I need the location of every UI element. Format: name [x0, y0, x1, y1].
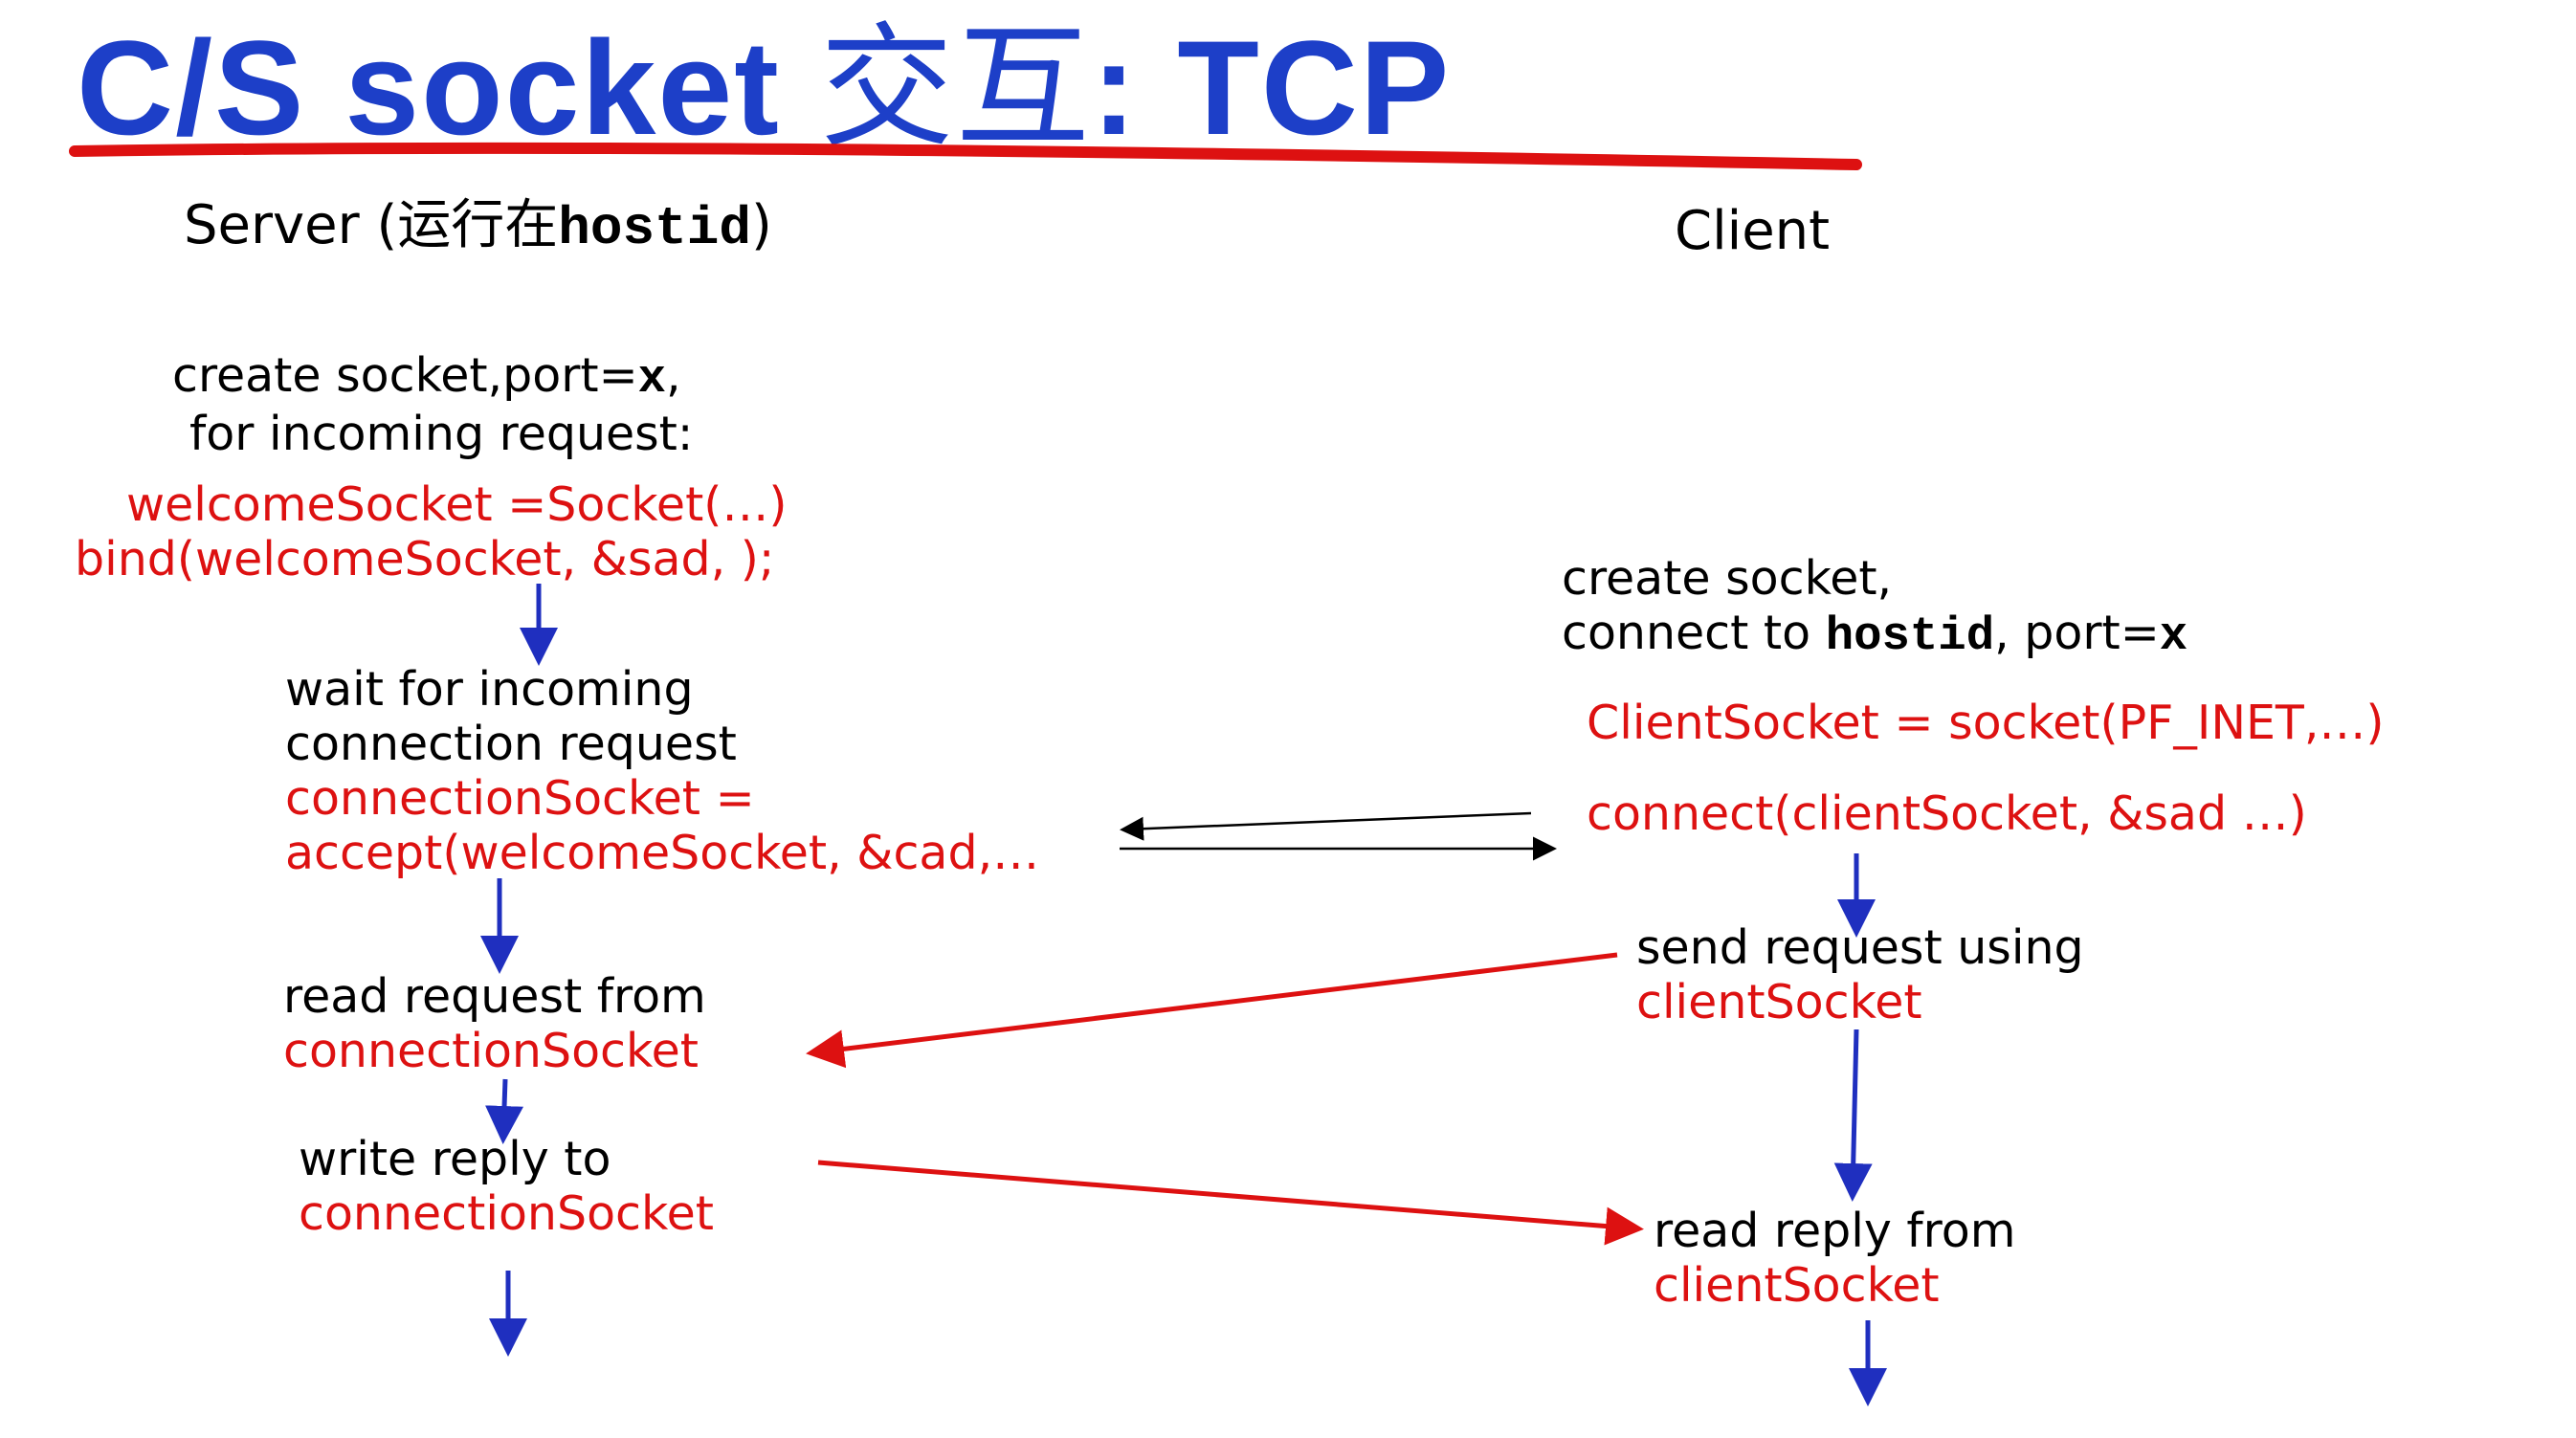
server-header-host: hostid: [558, 198, 751, 259]
server-step1-line1: create socket,port=x,: [172, 348, 693, 407]
client-step1-line2: connect to hostid, port=x: [1562, 606, 2187, 664]
server-arrow-3: [485, 1078, 524, 1144]
server-step4-code: connectionSocket: [299, 1186, 714, 1241]
client-step-send-request: send request using clientSocket: [1636, 920, 2084, 1029]
server-step-wait: wait for incoming connection request con…: [285, 662, 1039, 880]
server-code-welcome-socket: welcomeSocket =Socket(…): [126, 477, 788, 532]
server-step-write-reply: write reply to connectionSocket: [299, 1132, 714, 1241]
title-chinese: 交互: [819, 11, 1092, 166]
server-step2-code1: connectionSocket =: [285, 771, 755, 826]
server-step-create-socket: create socket,port=x, for incoming reque…: [172, 348, 693, 461]
title-main: C/S socket: [77, 12, 820, 163]
client-step1-mid: , port=: [1994, 606, 2160, 660]
slide-title: C/S socket 交互: TCP: [77, 21, 1451, 156]
server-header-cn: 运行在: [397, 194, 559, 256]
request-arrow: [806, 952, 1618, 1069]
client-step3-code: clientSocket: [1654, 1258, 1940, 1313]
server-header-suffix: ): [750, 194, 772, 256]
client-step1-var: x: [2159, 609, 2188, 663]
client-step-read-reply: read reply from clientSocket: [1654, 1204, 2015, 1313]
client-header: Client: [1675, 200, 1831, 262]
title-underline: [69, 142, 1862, 170]
server-header: Server (运行在hostid): [184, 199, 772, 256]
server-code-bind: bind(welcomeSocket, &sad, );: [75, 532, 775, 586]
server-step4-line1: write reply to: [299, 1132, 611, 1186]
client-step2-code: clientSocket: [1636, 975, 1922, 1029]
server-step2-line1: wait for incoming: [285, 662, 694, 717]
server-step1-suffix: ,: [666, 348, 681, 403]
client-step1-prefix: connect to: [1562, 606, 1826, 660]
server-step1-var: x: [637, 352, 667, 406]
reply-arrow: [817, 1160, 1644, 1246]
server-header-prefix: Server (: [184, 194, 398, 256]
server-step1-line2: for incoming request:: [189, 407, 694, 461]
server-step-read-request: read request from connectionSocket: [283, 969, 706, 1078]
client-step1-host: hostid: [1825, 609, 1995, 663]
handshake-arrow-to-server: [1120, 811, 1532, 841]
server-step1-prefix: create socket,port=: [172, 348, 638, 403]
client-step3-line1: read reply from: [1654, 1204, 2016, 1258]
server-step2-line2: connection request: [285, 717, 737, 771]
client-code-socket: ClientSocket = socket(PF_INET,…): [1587, 696, 2385, 750]
client-code-connect: connect(clientSocket, &sad …): [1587, 786, 2307, 841]
server-step2-code2: accept(welcomeSocket, &cad,…: [285, 826, 1040, 880]
client-step-create-socket: create socket, connect to hostid, port=x: [1562, 551, 2187, 664]
server-step3-line1: read request from: [283, 969, 706, 1024]
client-step1-line1: create socket,: [1562, 551, 1893, 606]
title-tail: : TCP: [1091, 12, 1452, 163]
server-step3-code: connectionSocket: [283, 1024, 699, 1078]
client-arrow-2: [1833, 1029, 1873, 1202]
